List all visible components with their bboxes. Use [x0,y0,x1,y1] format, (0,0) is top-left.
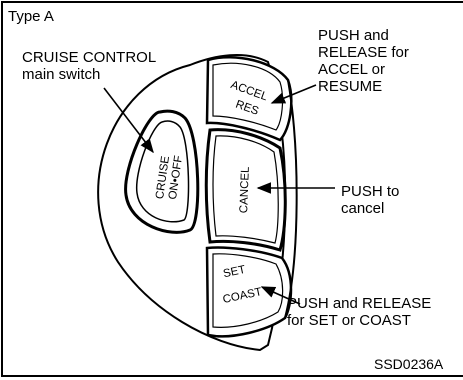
cruise-control-callout-line2: main switch [22,66,101,83]
accel-resume-callout: PUSH and RELEASE for ACCEL or RESUME [318,27,409,95]
cruise-control-callout: CRUISE CONTROL main switch [22,49,156,83]
set-callout-arrow [260,286,301,305]
cancel-callout-line1: PUSH to [341,183,400,200]
cancel-button-label: CANCEL [238,166,252,214]
set-coast-callout: PUSH and RELEASE for SET or COAST [287,295,431,329]
set-coast-button [205,246,293,338]
switch-rim [284,79,298,319]
cruise-button-inner [135,120,190,223]
accel-callout-arrow [270,84,317,104]
cancel-button-inner [212,135,279,244]
cruise-callout-arrow [103,87,154,154]
accel-callout-line4: RESUME [318,78,383,95]
accel-callout-line1: PUSH and [318,27,389,44]
image-code: SSD0236A [374,356,444,372]
accel-callout-line3: ACCEL or [318,61,385,78]
accel-res-button [205,56,293,142]
set-callout-line1: PUSH and RELEASE [287,295,432,312]
set-callout-line2: for SET or COAST [287,312,411,329]
type-label: Type A [8,8,54,25]
set-coast-button-inner [212,253,284,328]
cancel-button [204,128,287,252]
set-button-label-1: SET [222,264,246,280]
cancel-callout-line2: cancel [341,200,385,217]
accel-callout-line2: RELEASE for [318,44,409,61]
cancel-callout: PUSH to cancel [341,183,399,217]
cruise-control-callout-line1: CRUISE CONTROL [22,49,157,66]
accel-res-button-inner [212,62,284,131]
